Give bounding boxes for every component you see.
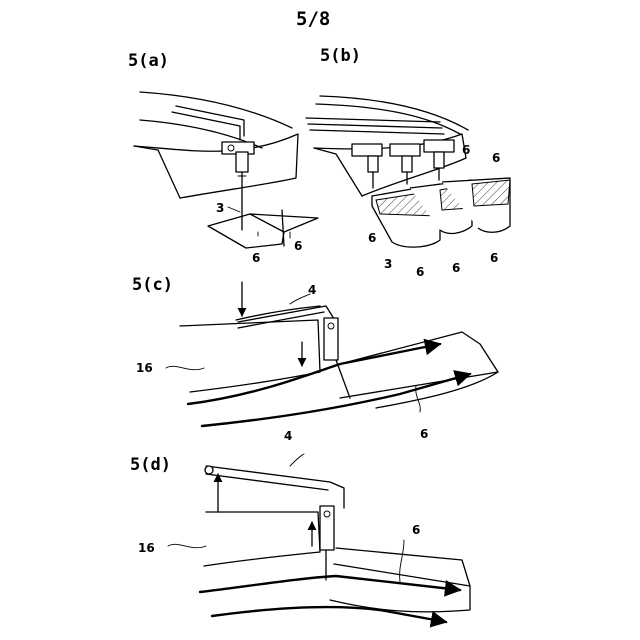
- reference-numeral: 6: [492, 151, 500, 165]
- reference-numeral: 4: [308, 283, 316, 297]
- reference-numeral: 6: [412, 523, 420, 537]
- reference-numeral: 6: [294, 239, 302, 253]
- reference-numeral: 6: [420, 427, 428, 441]
- reference-numeral: 4: [284, 429, 292, 443]
- hull-illustration-5a: [134, 92, 298, 198]
- figure-label-5d: 5(d): [130, 455, 171, 475]
- reference-numeral: 16: [136, 361, 153, 375]
- figure-5c: 5(c) 4 16 6: [132, 275, 498, 441]
- water-flow-arrow: [212, 607, 446, 622]
- reference-numeral: 16: [138, 541, 155, 555]
- hull-illustration-5d: [204, 512, 470, 612]
- reference-numeral: 6: [252, 251, 260, 265]
- figure-label-5b: 5(b): [320, 46, 361, 66]
- reference-numeral: 6: [368, 231, 376, 245]
- figure-5a: 5(a) 3 6 6: [128, 51, 318, 265]
- reference-numeral: 6: [462, 143, 470, 157]
- page-number: 5/8: [296, 8, 330, 30]
- water-flow-arrow: [188, 344, 440, 404]
- figure-5b: 5(b) 6 6: [306, 46, 510, 279]
- reference-numeral: 6: [416, 265, 424, 279]
- reference-numeral: 6: [490, 251, 498, 265]
- reference-numeral: 3: [216, 201, 224, 215]
- water-flow-arrow: [202, 374, 470, 426]
- reference-numeral: 3: [384, 257, 392, 271]
- deflector-mechanism-5a: [222, 142, 254, 208]
- figure-5d: 5(d) 4 16 6: [130, 429, 470, 622]
- reference-numeral: 6: [452, 261, 460, 275]
- figure-label-5c: 5(c): [132, 275, 173, 295]
- deflector-plates-5b: [372, 178, 510, 247]
- deflector-arm-5c: [238, 306, 350, 398]
- hull-illustration-5c: [180, 306, 498, 408]
- figure-label-5a: 5(a): [128, 51, 169, 71]
